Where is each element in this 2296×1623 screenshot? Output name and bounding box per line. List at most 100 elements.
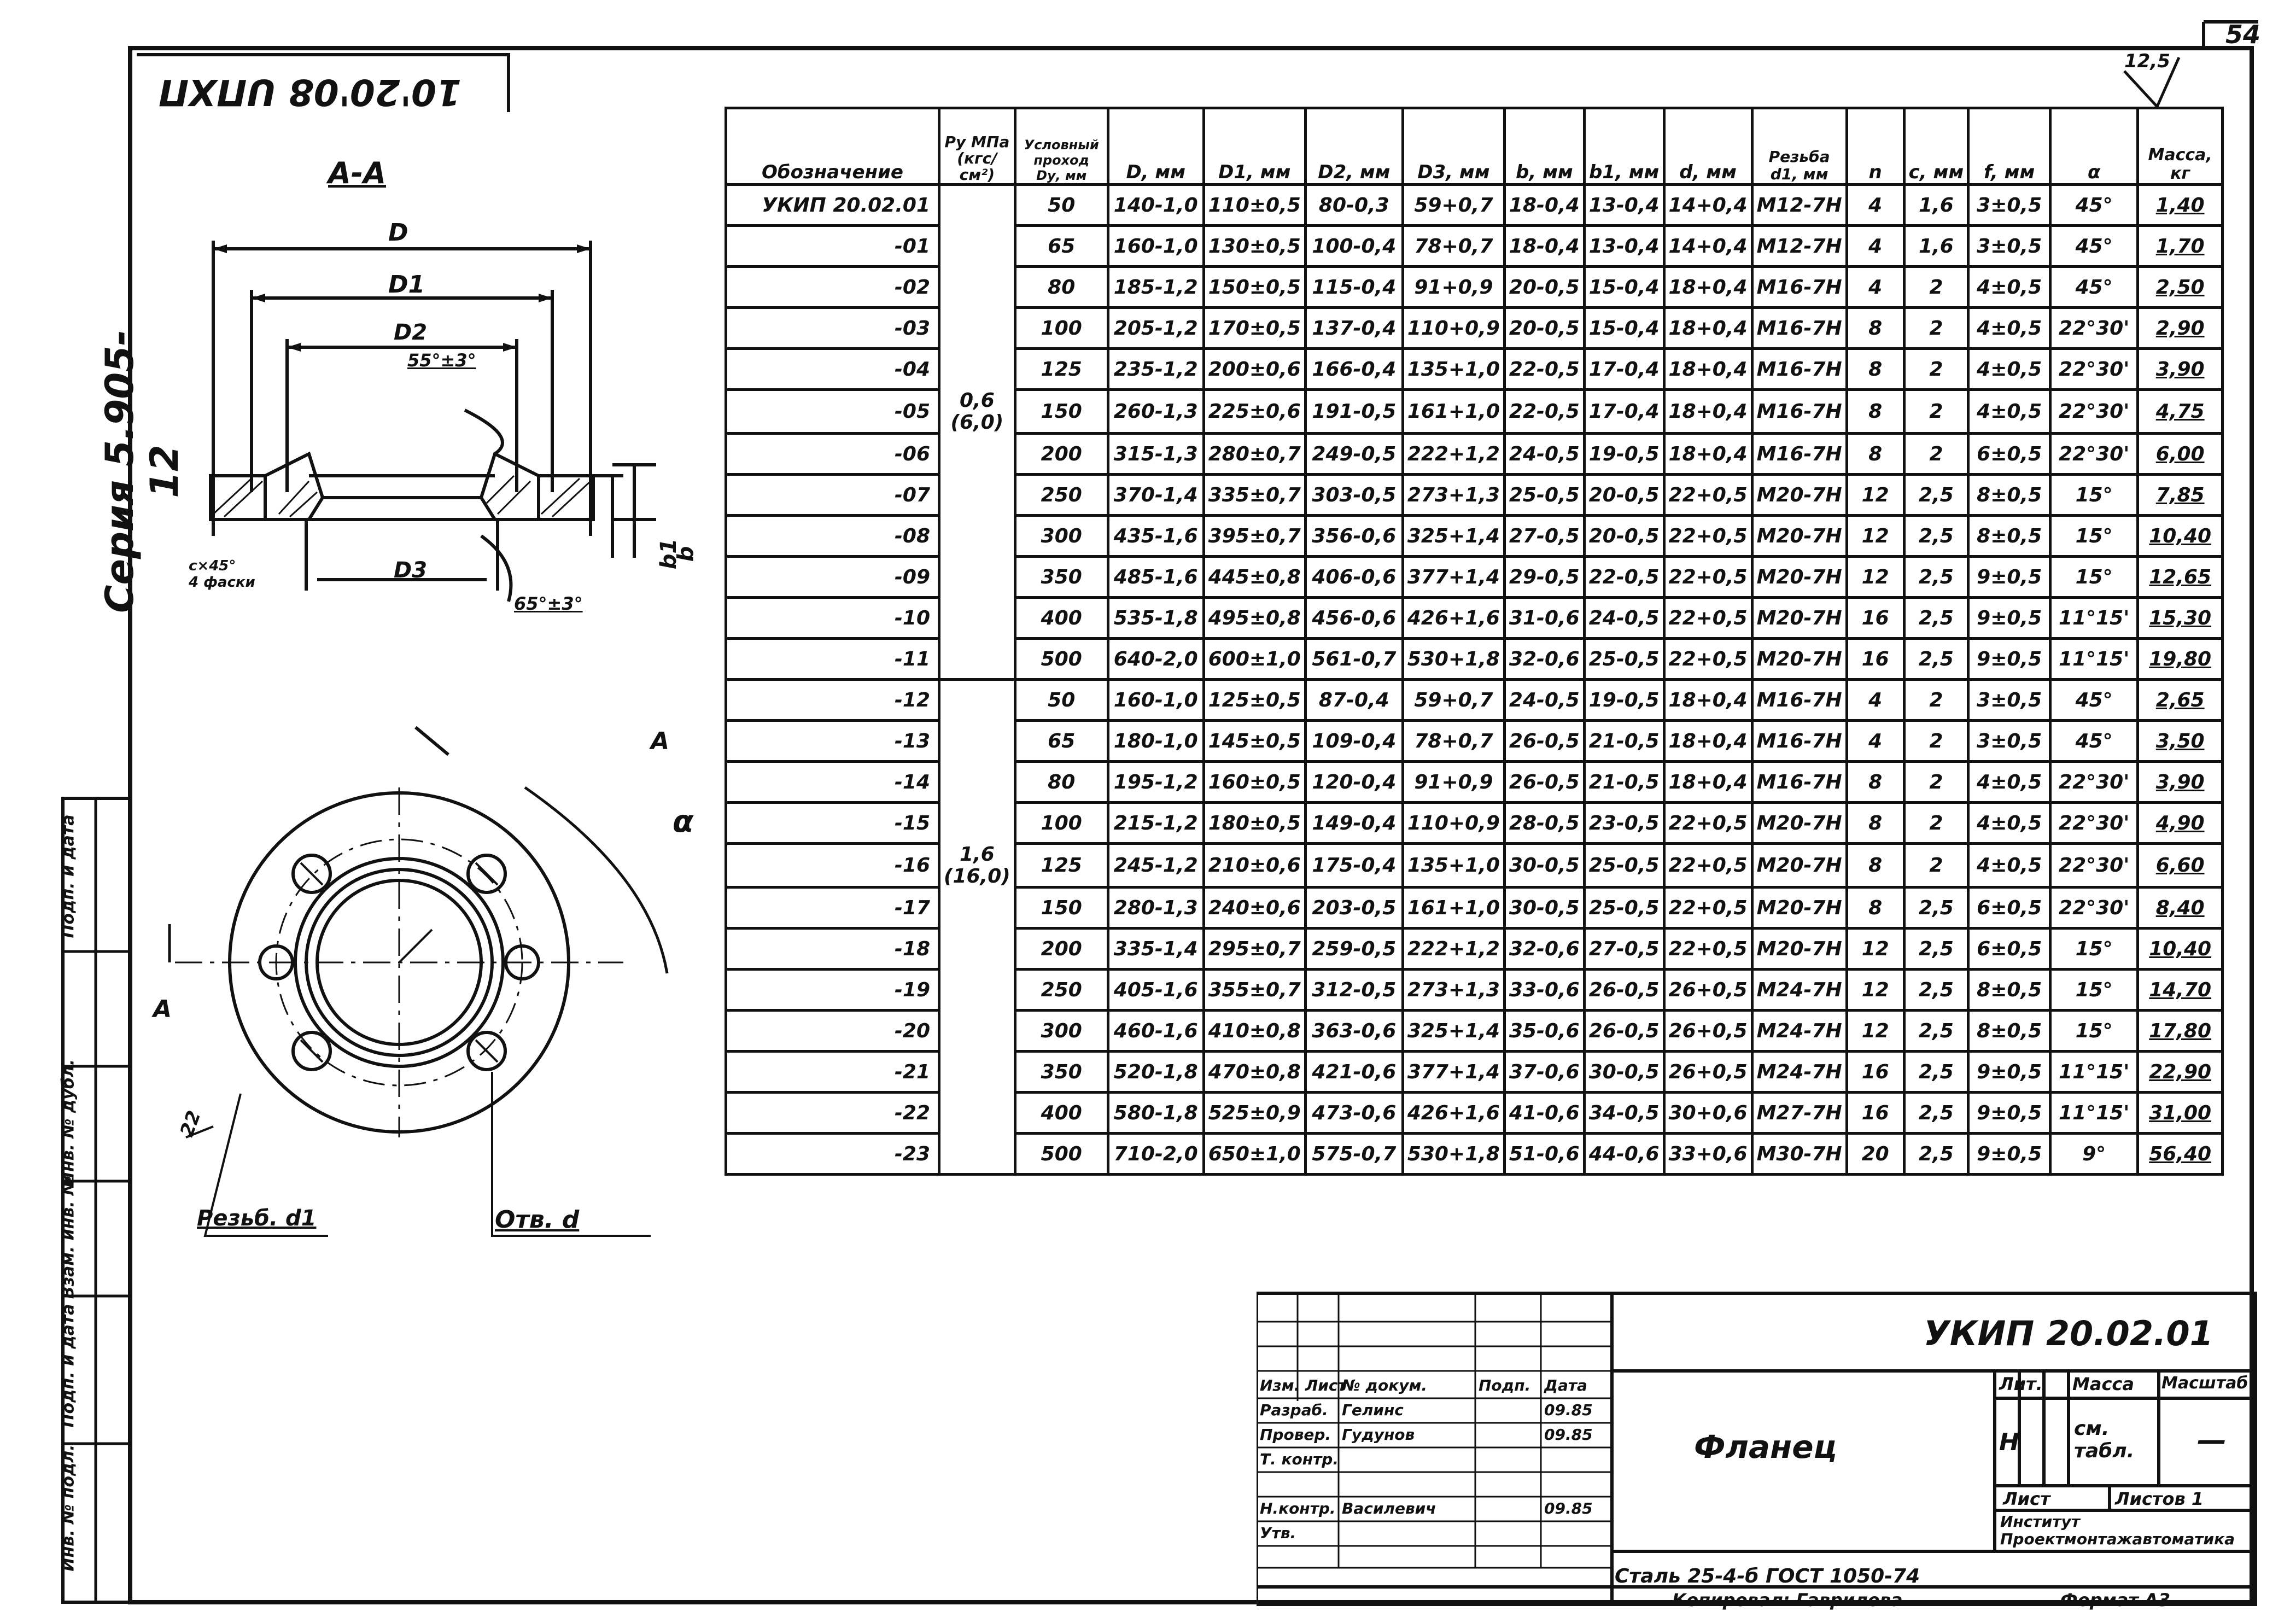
c-cell: 2: [1902, 265, 1970, 309]
b1-cell: 15-0,4: [1582, 306, 1666, 350]
D1-cell: 200±0,6: [1202, 347, 1307, 391]
tb-format: Формат А3: [2060, 1590, 2171, 1610]
angle-bottom: 65°±3°: [514, 593, 583, 614]
D2-cell: 561-0,7: [1304, 637, 1404, 681]
thread-hole-label: Резьб. d1: [197, 1206, 317, 1231]
header-cell: f, мм: [1967, 107, 2052, 186]
D1-cell: 130±0,5: [1202, 224, 1307, 268]
D2-cell: 259-0,5: [1304, 927, 1404, 971]
pressure-cell: [938, 515, 1016, 557]
angle-top: 55°±3°: [407, 350, 476, 371]
des-cell: -07: [725, 473, 940, 517]
D2-cell: 149-0,4: [1304, 801, 1404, 845]
tb-role-cell: Разраб.: [1260, 1401, 1328, 1419]
D1-cell: 150±0,5: [1202, 265, 1307, 309]
dy-cell: 500: [1013, 637, 1109, 681]
tb-designation: УКИП 20.02.01: [1924, 1313, 2213, 1353]
n-cell: 8: [1845, 432, 1906, 476]
tb-litera-label: Лит.: [1999, 1374, 2043, 1394]
header-cell: Обозначение: [725, 107, 940, 186]
title-block-grid: [1257, 1292, 2257, 1606]
n-cell: 12: [1845, 1009, 1906, 1053]
n-cell: 12: [1845, 968, 1906, 1012]
des-cell: -05: [725, 388, 940, 435]
D2-cell: 166-0,4: [1304, 347, 1404, 391]
des-cell: -23: [725, 1132, 940, 1176]
dy-cell: 200: [1013, 432, 1109, 476]
c-cell: 2,5: [1902, 886, 1970, 930]
D-cell: 160-1,0: [1106, 678, 1205, 722]
f-cell: 4±0,5: [1967, 347, 2052, 391]
header-cell: D1, мм: [1202, 107, 1307, 186]
D-cell: 280-1,3: [1106, 886, 1205, 930]
d-cell: 18+0,4: [1662, 388, 1754, 435]
alpha-cell: 22°30': [2049, 842, 2140, 889]
D3-cell: 59+0,7: [1401, 183, 1506, 227]
d-cell: 18+0,4: [1662, 265, 1754, 309]
n-cell: 12: [1845, 927, 1906, 971]
c-cell: 2,5: [1902, 1009, 1970, 1053]
D1-cell: 125±0,5: [1202, 678, 1307, 722]
mass-cell: 4,90: [2136, 801, 2224, 845]
f-cell: 6±0,5: [1967, 432, 2052, 476]
D3-cell: 530+1,8: [1401, 1132, 1506, 1176]
b1-cell: 19-0,5: [1582, 432, 1666, 476]
b1-cell: 26-0,5: [1582, 968, 1666, 1012]
f-cell: 4±0,5: [1967, 306, 2052, 350]
d-cell: 18+0,4: [1662, 306, 1754, 350]
D2-cell: 109-0,4: [1304, 719, 1404, 763]
f-cell: 4±0,5: [1967, 388, 2052, 435]
b1-cell: 25-0,5: [1582, 637, 1666, 681]
d1-cell: М20-7Н: [1750, 473, 1848, 517]
D2-cell: 363-0,6: [1304, 1009, 1404, 1053]
alpha-cell: 15°: [2049, 927, 2140, 971]
D-cell: 185-1,2: [1106, 265, 1205, 309]
alpha-cell: 22°30': [2049, 388, 2140, 435]
dim-D1: D1: [388, 271, 425, 299]
d-cell: 18+0,4: [1662, 719, 1754, 763]
b-cell: 32-0,6: [1503, 637, 1586, 681]
mass-cell: 3,50: [2136, 719, 2224, 763]
dy-cell: 300: [1013, 1009, 1109, 1053]
view-arrow-label: А: [651, 727, 670, 755]
d1-cell: М16-7Н: [1750, 265, 1848, 309]
tb-org: Институт Проектмонтажавтоматика: [2000, 1513, 2235, 1548]
D1-cell: 145±0,5: [1202, 719, 1307, 763]
D2-cell: 303-0,5: [1304, 473, 1404, 517]
d-cell: 33+0,6: [1662, 1132, 1754, 1176]
d-cell: 22+0,5: [1662, 514, 1754, 558]
hole-label: Отв. d: [495, 1206, 580, 1234]
tb-date-cell: Дата: [1544, 1376, 1587, 1394]
dy-cell: 50: [1013, 678, 1109, 722]
n-cell: 4: [1845, 678, 1906, 722]
c-cell: 2,5: [1902, 927, 1970, 971]
des-cell: -22: [725, 1091, 940, 1135]
b-cell: 31-0,6: [1503, 596, 1586, 640]
dy-cell: 65: [1013, 224, 1109, 268]
b-cell: 25-0,5: [1503, 473, 1586, 517]
d-cell: 30+0,6: [1662, 1091, 1754, 1135]
tb-material: Сталь 25-4-б ГОСТ 1050-74: [1615, 1565, 1920, 1587]
D2-cell: 203-0,5: [1304, 886, 1404, 930]
D2-cell: 137-0,4: [1304, 306, 1404, 350]
b-cell: 41-0,6: [1503, 1091, 1586, 1135]
b1-cell: 13-0,4: [1582, 224, 1666, 268]
pressure-cell: [938, 266, 1016, 308]
section-view: [209, 241, 656, 602]
d1-cell: М16-7Н: [1750, 760, 1848, 804]
D3-cell: 426+1,6: [1401, 1091, 1506, 1135]
mass-cell: 7,85: [2136, 473, 2224, 517]
f-cell: 3±0,5: [1967, 678, 2052, 722]
table-header-row: Обозначение Ру МПа (кгс/см²) Условный пр…: [725, 107, 2224, 186]
alpha-cell: 22°30': [2049, 306, 2140, 350]
D3-cell: 78+0,7: [1401, 719, 1506, 763]
n-cell: 20: [1845, 1132, 1906, 1176]
header-cell: D3, мм: [1401, 107, 1506, 186]
alpha-cell: 15°: [2049, 514, 2140, 558]
